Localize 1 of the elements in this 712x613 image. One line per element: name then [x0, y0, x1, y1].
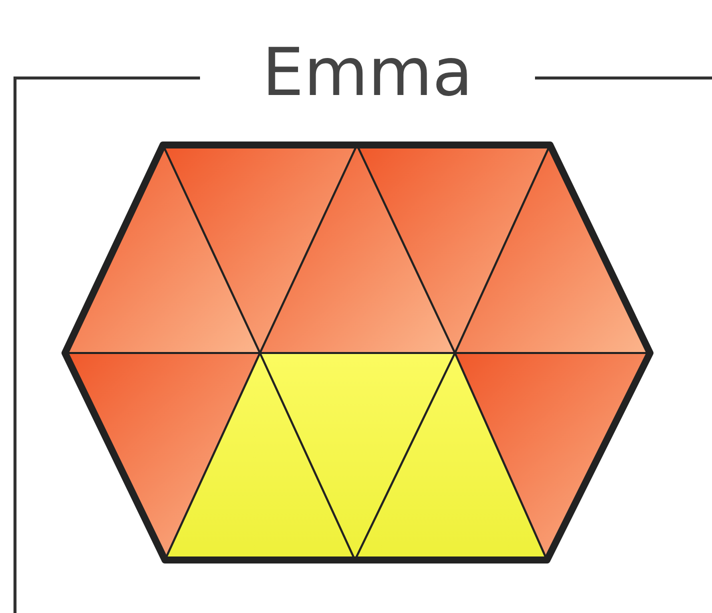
title: Emma [261, 33, 474, 113]
